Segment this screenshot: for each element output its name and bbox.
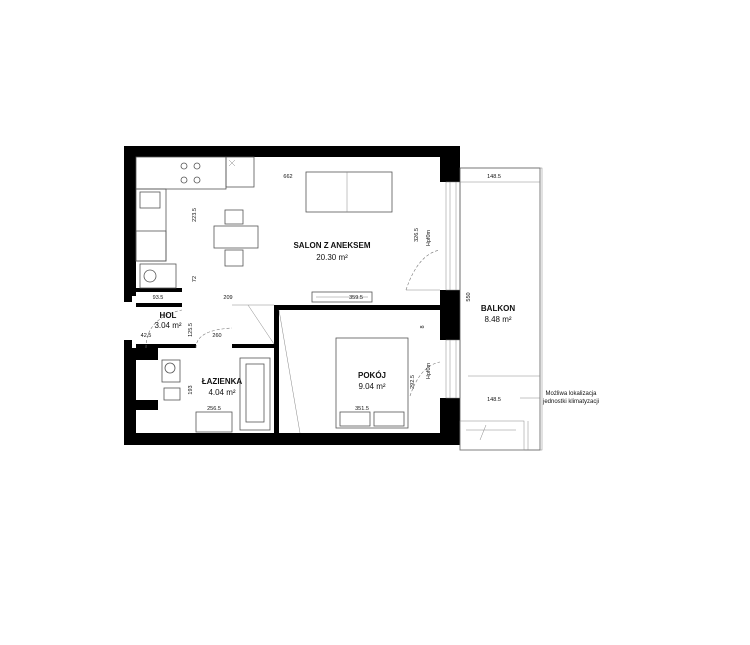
note-line-1: Możliwa lokalizacja — [545, 391, 597, 397]
pokoj-furniture — [278, 309, 441, 434]
walls — [124, 146, 460, 445]
dim-door-260: 260 — [212, 333, 221, 339]
dim-pokoj-inner: 351.5 — [355, 406, 369, 412]
dim-stub-72: 72 — [192, 276, 198, 282]
balkon-area: 8.48 m² — [484, 315, 511, 324]
dim-wall-209: 209 — [223, 295, 232, 301]
lazienka-label: ŁAZIENKA — [202, 377, 243, 386]
salon-furniture — [213, 171, 441, 303]
dim-hol-small: 42.5 — [141, 333, 152, 339]
balcony — [459, 167, 543, 451]
salon-label: SALON Z ANEKSEM — [293, 241, 370, 250]
window-tag-salon: Hpf0m — [426, 229, 432, 246]
salon-area: 20.30 m² — [316, 253, 348, 262]
dim-balcony-bottom: 148.5 — [487, 397, 501, 403]
window-tag-pokoj: Hpf0m — [426, 362, 432, 379]
pokoj-area: 9.04 m² — [358, 382, 385, 391]
hol-area: 3.04 m² — [154, 321, 181, 330]
note-line-2: jednostki klimatyzacji — [542, 399, 599, 405]
ac-unit-note: Możliwa lokalizacja jednostki klimatyzac… — [520, 391, 599, 405]
kitchen-furniture — [135, 156, 255, 289]
lazienka-area: 4.04 m² — [208, 388, 235, 397]
dim-pokoj-height: 292.5 — [410, 375, 416, 389]
dim-small-8: 8 — [420, 325, 426, 328]
dim-kitchen-height: 223.5 — [192, 208, 198, 222]
dim-balcony-height: 550 — [466, 292, 472, 301]
balkon-label: BALKON — [481, 304, 515, 313]
bathroom-fixtures — [145, 304, 275, 433]
hol-label: HOL — [160, 311, 177, 320]
dim-pokoj-width: 359.5 — [349, 295, 363, 301]
windows — [445, 181, 461, 399]
dim-salon-height: 326.5 — [414, 228, 420, 242]
dim-hol-height: 125.5 — [188, 323, 194, 337]
dim-bath-width: 256.5 — [207, 406, 221, 412]
dim-hol-width: 93.5 — [153, 295, 164, 301]
dim-balcony-top: 148.5 — [487, 174, 501, 180]
pokoj-label: POKÓJ — [358, 371, 386, 380]
dim-salon-width: 662 — [283, 174, 292, 180]
dim-bath-height: 193 — [188, 385, 194, 394]
